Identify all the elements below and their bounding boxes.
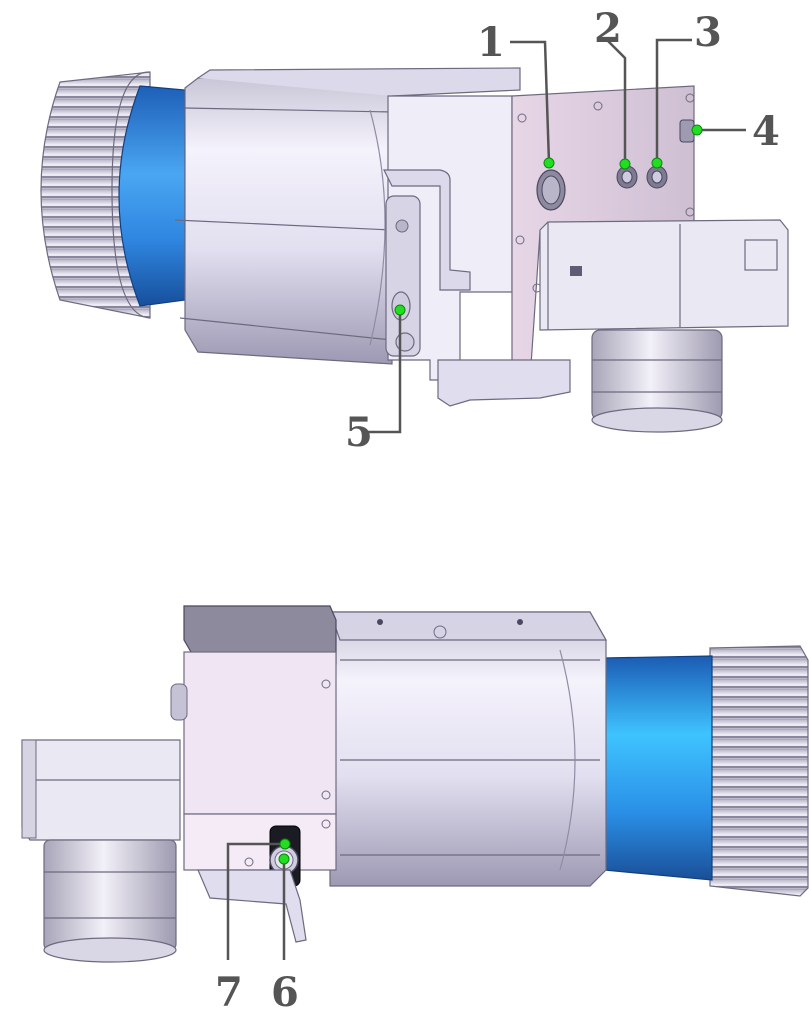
marker-4: [691, 124, 703, 136]
callout-4: 4: [691, 108, 780, 155]
side-box-bottom: [21, 739, 181, 841]
callout-5: 5: [345, 304, 406, 456]
heatsink-fins-bottom: [709, 645, 809, 897]
callout-3: 3: [651, 9, 722, 169]
label-2: 2: [594, 5, 622, 52]
marker-7: [279, 838, 291, 850]
marker-1: [543, 157, 555, 169]
bottom-view: [21, 605, 809, 963]
main-body-top: [174, 67, 521, 365]
callout-1: 1: [477, 19, 555, 169]
callout-6: 6: [271, 853, 299, 1016]
label-5: 5: [345, 409, 373, 456]
callout-7: 7: [215, 838, 291, 1016]
label-6: 6: [271, 969, 299, 1016]
callout-2: 2: [594, 5, 631, 170]
mount-housing-top: [383, 95, 513, 381]
lens-ring-bottom: [603, 655, 713, 881]
heatsink-fins-top: [40, 71, 151, 319]
marker-3: [651, 157, 663, 169]
main-body-bottom: [329, 611, 608, 887]
label-4: 4: [752, 108, 780, 155]
bottom-lens-top: [591, 329, 723, 433]
bracket-bottom: [197, 869, 307, 943]
lens-ring-top: [118, 85, 186, 307]
bracket-top: [437, 359, 571, 407]
bottom-lens-bottom: [43, 839, 177, 963]
marker-2: [619, 158, 631, 170]
label-7: 7: [215, 969, 243, 1016]
marker-5: [394, 304, 406, 316]
mount-housing-bottom: [170, 651, 337, 887]
top-view: [40, 67, 789, 433]
label-1: 1: [477, 19, 505, 66]
side-box-top: [539, 219, 789, 331]
marker-6: [278, 853, 290, 865]
label-3: 3: [694, 9, 722, 56]
